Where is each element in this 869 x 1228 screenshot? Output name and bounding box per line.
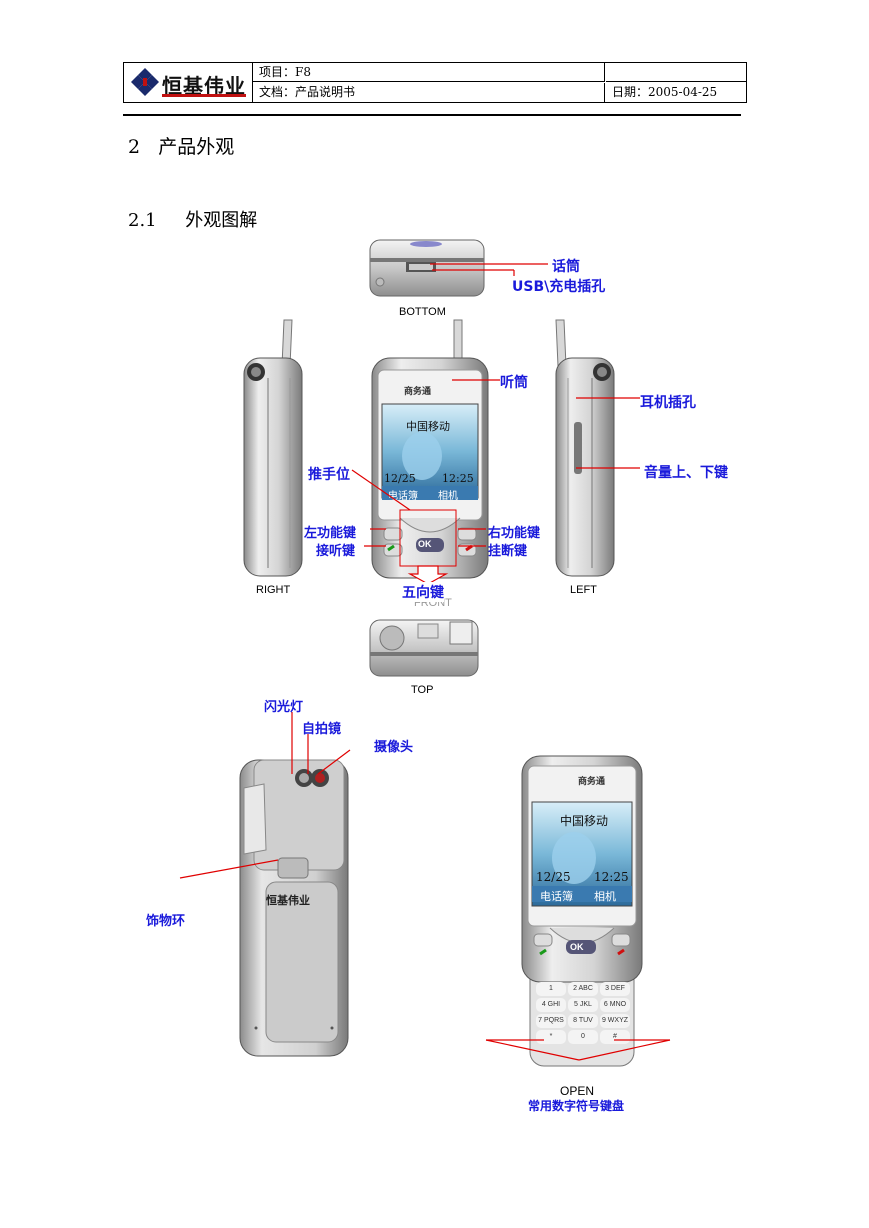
- label-slide-grip: 推手位: [308, 467, 350, 483]
- phone-back-view: [239, 759, 349, 1057]
- logo-underline: [162, 94, 246, 97]
- view-caption-top: TOP: [411, 684, 434, 696]
- label-call-key: 接听键: [316, 544, 356, 559]
- callout-lines-back: [179, 712, 351, 879]
- keypad-key[interactable]: 6 MNO: [600, 998, 630, 1012]
- label-left-softkey: 左功能键: [304, 526, 357, 541]
- label-headset-jack: 耳机插孔: [640, 395, 696, 411]
- callout-lines-keypad: [485, 1039, 671, 1061]
- open-operator: 中国移动: [560, 814, 609, 828]
- label-volume-keys: 音量上、下键: [644, 465, 728, 481]
- callout-lines-bottom: [430, 263, 548, 276]
- keypad-key[interactable]: 9 WXYZ: [600, 1014, 630, 1028]
- keypad-key[interactable]: 4 GHI: [536, 998, 566, 1012]
- keypad-key[interactable]: 2 ABC: [568, 982, 598, 996]
- front-softkey-left: 电话簿: [388, 491, 418, 502]
- phone-right-view: [243, 319, 303, 577]
- section-number: 2: [128, 136, 141, 158]
- section-title: 产品外观: [158, 136, 235, 158]
- date-cell: 日期：2005-04-25: [612, 85, 718, 99]
- front-operator: 中国移动: [406, 420, 450, 433]
- callout-lines-front: [351, 379, 500, 585]
- callout-lines-left: [576, 397, 640, 469]
- subsection-heading: 2.1 外观图解: [128, 206, 257, 232]
- label-keypad: 常用数字符号键盘: [528, 1099, 625, 1113]
- numeric-keypad: 1 2 ABC 3 DEF 4 GHI 5 JKL 6 MNO 7 PQRS 8…: [536, 982, 630, 1046]
- keypad-key[interactable]: 8 TUV: [568, 1014, 598, 1028]
- view-caption-right: RIGHT: [256, 584, 291, 596]
- company-logo: 恒基伟业: [124, 63, 253, 102]
- header-rule: [123, 114, 741, 116]
- front-ok-key: OK: [418, 539, 432, 549]
- blank-cell: [606, 63, 746, 82]
- phone-left-view: [555, 319, 615, 577]
- back-logo-text: 恒基伟业: [266, 894, 310, 907]
- label-camera: 摄像头: [374, 740, 414, 755]
- open-softkey-right: 相机: [594, 890, 616, 903]
- keypad-key[interactable]: 7 PQRS: [536, 1014, 566, 1028]
- front-softkey-right: 相机: [438, 491, 458, 502]
- open-date: 12/25: [536, 870, 571, 884]
- keypad-key[interactable]: 1: [536, 982, 566, 996]
- label-strap-ring: 饰物环: [146, 914, 186, 929]
- label-nav-key: 五向键: [402, 582, 444, 602]
- view-caption-open: OPEN: [560, 1084, 595, 1098]
- label-mic: 话筒: [552, 259, 580, 275]
- open-ok-key: OK: [570, 942, 584, 952]
- label-end-key: 挂断键: [488, 544, 528, 559]
- view-caption-bottom: BOTTOM: [399, 306, 446, 318]
- phone-top-view: [369, 619, 479, 677]
- label-selfie-mirror: 自拍镜: [302, 722, 342, 737]
- label-right-softkey: 右功能键: [488, 526, 541, 541]
- label-flash: 闪光灯: [264, 700, 304, 715]
- phone-bottom-view: [369, 239, 485, 297]
- open-softkey-left: 电话簿: [540, 890, 573, 903]
- front-date: 12/25: [384, 472, 416, 485]
- view-caption-left: LEFT: [570, 584, 597, 596]
- front-time: 12:25: [442, 472, 474, 485]
- label-earpiece: 听筒: [500, 375, 528, 391]
- document-cell: 文档：产品说明书: [253, 83, 605, 102]
- open-time: 12:25: [594, 870, 629, 884]
- subsection-number: 2.1: [128, 210, 157, 231]
- project-cell: 项目：F8: [253, 63, 605, 82]
- document-header: 恒基伟业 项目：F8 文档：产品说明书 日期：2005-04-25: [123, 62, 747, 103]
- keypad-key[interactable]: 5 JKL: [568, 998, 598, 1012]
- front-brand: 商务通: [404, 387, 432, 397]
- subsection-title: 外观图解: [185, 210, 258, 231]
- keypad-key[interactable]: 3 DEF: [600, 982, 630, 996]
- section-heading: 2 产品外观: [128, 132, 234, 159]
- logo-mark-icon: [131, 68, 159, 96]
- label-usb: USB\充电插孔: [512, 279, 606, 295]
- open-brand: 商务通: [578, 777, 606, 787]
- keypad-key[interactable]: 0: [568, 1030, 598, 1044]
